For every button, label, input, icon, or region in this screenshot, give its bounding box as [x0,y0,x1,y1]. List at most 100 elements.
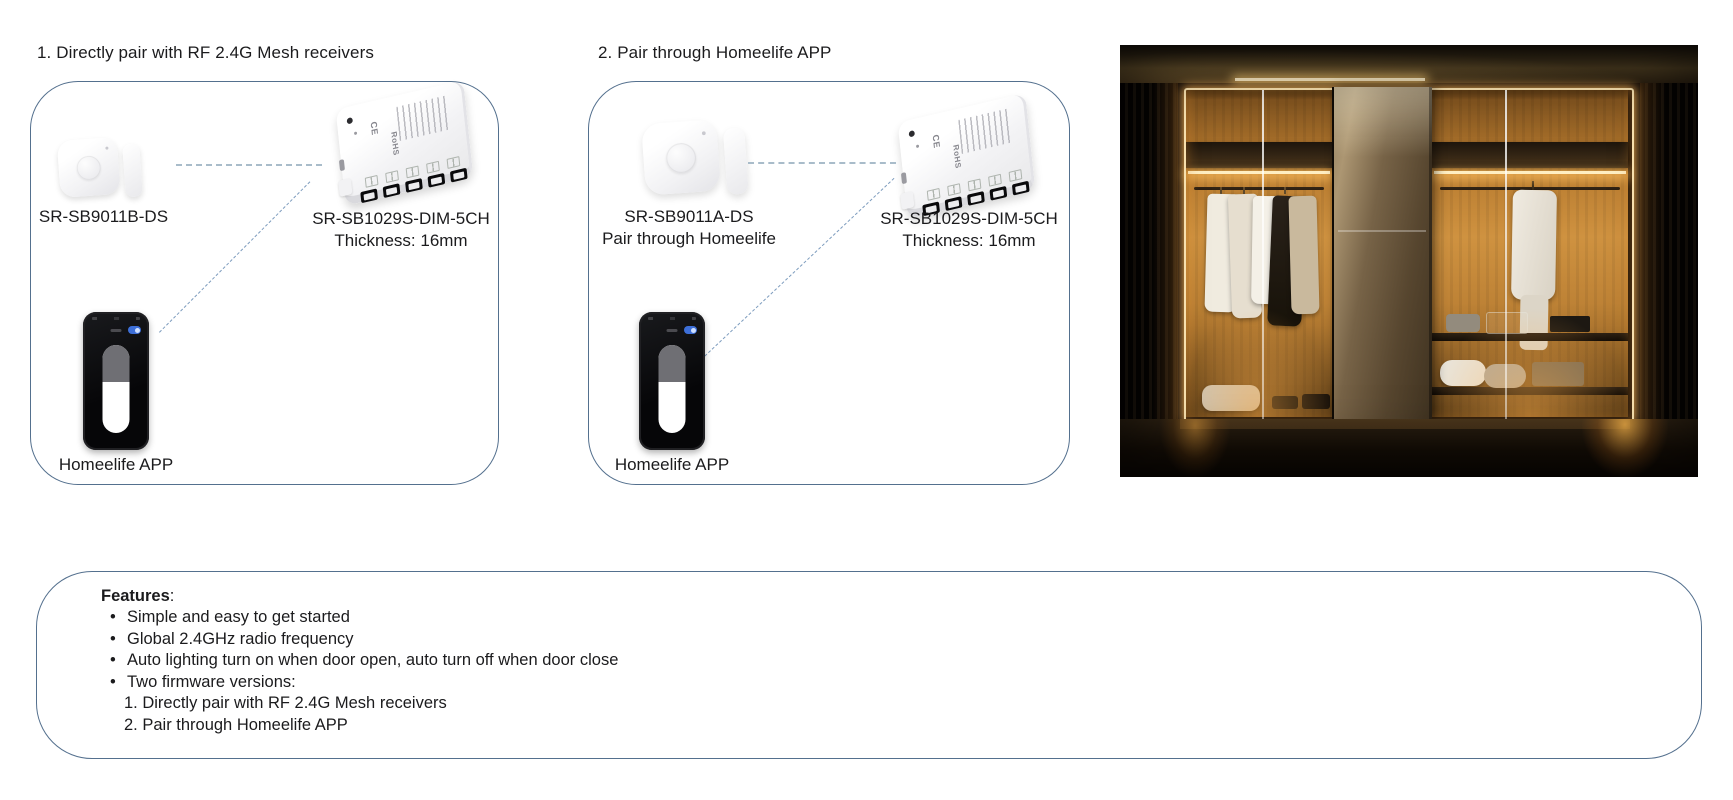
floor [1120,419,1698,477]
section1-diagram-box: SR-SB9011B-DS CE RoHS SR-SB1029S-DIM-5CH… [30,80,499,485]
sensor-body [56,136,121,198]
section1-title: 1. Directly pair with RF 2.4G Mesh recei… [37,43,374,62]
receiver-led-dot [353,131,358,136]
pairing-dashed-line [176,164,322,166]
shoes [1272,396,1298,409]
receiver-button [346,117,354,125]
pairing-dashed-line [748,162,896,164]
clear-tray [1486,312,1528,334]
hanging-shirt [1204,193,1240,313]
wardrobe-left-compartment [1186,90,1332,417]
app-dashed-line [159,181,311,333]
shoes [1302,394,1330,409]
glass-door-edge [1262,90,1264,419]
dimmer-slider [658,345,686,433]
receiver-body: CE RoHS [897,93,1036,219]
receiver-print-lines [396,95,451,142]
hanging-white-garment [1511,189,1557,301]
hanging-shirt [1227,193,1263,319]
hanging-shirt [1251,195,1281,305]
phone-toggle-icon [128,326,141,334]
receiver-sublabel: Thickness: 16mm [334,231,468,250]
glass-door-edge [1505,90,1507,419]
sliding-door [1332,87,1432,420]
features-panel: Features: Simple and easy to get started… [36,571,1702,759]
receiver-body: CE RoHS [335,80,474,206]
floor-light-pool-left [1160,419,1230,477]
pillow [1484,364,1526,388]
top-shelf [1186,142,1332,168]
ceiling-band [1120,45,1698,87]
hanging-coat [1267,195,1307,327]
sensor-magnet [722,127,749,195]
folded-blanket [1202,385,1260,411]
phone-illustration [639,312,705,450]
receiver-print-lines [958,108,1013,155]
feature-sub-item: 2. Pair through Homeelife APP [124,715,348,734]
section2-title: 2. Pair through Homeelife APP [598,43,832,62]
receiver-illustration: CE RoHS [331,80,481,206]
door-sensor-illustration [56,133,148,209]
receiver-label: SR-SB1029S-DIM-5CH [880,209,1058,228]
phone-menu-dash [110,329,122,332]
sensor-body [641,119,721,196]
sensor-button [75,154,102,181]
receiver-label: SR-SB1029S-DIM-5CH [312,209,490,228]
feature-item: Two firmware versions: [101,672,618,694]
door-sensor-illustration [641,115,754,210]
pillow [1440,360,1486,386]
phone-illustration [83,312,149,450]
shelf-led-strip [1188,171,1330,174]
receiver-led-dot [915,144,920,149]
ceiling-led-strip [1235,78,1425,81]
receiver-sublabel: Thickness: 16mm [902,231,1036,250]
dimmer-slider-fill [102,345,130,382]
sensor-sublabel: Pair through Homeelife [602,229,776,248]
phone-statusbar [92,317,140,320]
dimmer-slider [102,345,130,433]
hanging-jacket [1288,195,1320,315]
ce-marking: CE [368,120,380,137]
phone-label: Homeelife APP [58,455,174,474]
phone-statusbar [648,317,696,320]
receiver-illustration: CE RoHS [893,93,1043,219]
sensor-led-dot [701,131,706,136]
feature-item: Simple and easy to get started [101,607,618,629]
shelf-board [1432,387,1628,395]
perimeter-led-frame [1184,88,1634,423]
wardrobe-led-photo [1120,45,1698,477]
feature-sub-item: 1. Directly pair with RF 2.4G Mesh recei… [124,694,447,712]
ribbed-wall-panel-left [1120,83,1178,477]
receiver-side-port [900,172,907,185]
floor-light-pool-right [1582,419,1668,477]
features-heading: Features: [101,587,175,605]
phone-toggle-icon [684,326,697,334]
ce-marking: CE [930,133,942,150]
hanging-rod [1194,187,1324,190]
sensor-label: SR-SB9011A-DS [624,207,754,226]
hanger-hook [1532,181,1534,191]
storage-box [1532,362,1584,386]
receiver-button [908,130,916,138]
top-shelf [1432,142,1628,168]
hanging-rod [1440,187,1620,190]
folded-towel [1446,314,1480,332]
shelf-led-strip [1434,171,1626,174]
sensor-magnet [122,143,143,198]
wardrobe-right-compartment [1432,90,1628,417]
sensor-led-dot [105,146,109,150]
sensor-button [665,141,698,174]
section2-diagram-box: SR-SB9011A-DS Pair through Homeelife CE … [588,81,1070,485]
feature-item: Auto lighting turn on when door open, au… [101,650,618,672]
feature-item: Global 2.4GHz radio frequency [101,629,618,651]
phone-label: Homeelife APP [614,455,730,474]
folded-item [1550,316,1590,332]
dimmer-slider-fill [658,345,686,382]
sensor-label: SR-SB9011B-DS [38,207,169,226]
shelf-board [1432,333,1628,341]
ribbed-wall-panel-right [1640,83,1698,477]
wardrobe-interior [1178,83,1640,419]
receiver-mount-tab [338,177,353,197]
features-content: Features: Simple and easy to get started… [101,585,618,736]
